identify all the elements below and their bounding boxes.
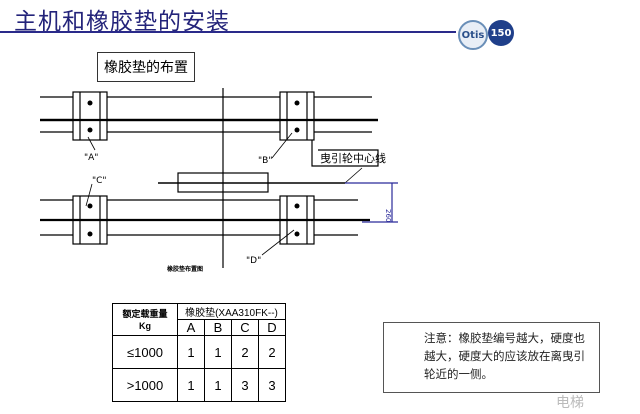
col-b: B: [204, 319, 232, 336]
load-cell: >1000: [112, 368, 178, 402]
page-title: 主机和橡胶垫的安装: [14, 9, 230, 35]
value-cell: 3: [258, 368, 286, 402]
col-c: C: [231, 319, 259, 336]
value-cell: 1: [177, 335, 205, 369]
label-d: "D": [246, 256, 261, 266]
value-cell: 2: [231, 335, 259, 369]
title-divider: [0, 31, 456, 33]
value-cell: 1: [204, 368, 232, 402]
watermark: 电梯: [556, 395, 584, 411]
value-cell: 1: [204, 335, 232, 369]
load-header: 额定载重量: [122, 308, 168, 319]
label-b: "B": [258, 156, 272, 166]
otis-logo: Otis: [458, 20, 488, 50]
value-cell: 3: [231, 368, 259, 402]
drawing-caption: 橡胶垫布置图: [167, 265, 203, 273]
unit-header: Kg: [139, 320, 151, 331]
col-d: D: [258, 319, 286, 336]
value-cell: 2: [258, 335, 286, 369]
table-row: >1000 1 1 3 3: [112, 368, 286, 402]
label-c: "C": [92, 176, 107, 186]
label-a: "A": [84, 153, 98, 163]
table-row: ≤1000 1 1 2 2: [112, 335, 286, 369]
load-cell: ≤1000: [112, 335, 178, 369]
anniversary-logo: 150: [488, 20, 514, 46]
note-box: 注意：橡胶垫编号越大，硬度也越大，硬度大的应该放在离曳引轮近的一侧。: [383, 322, 600, 393]
section-heading: 橡胶垫的布置: [97, 52, 195, 82]
col-a: A: [177, 319, 205, 336]
dimension-label: 260: [384, 209, 392, 222]
value-cell: 1: [177, 368, 205, 402]
sheave-centerline-label: 曳引轮中心线: [320, 151, 386, 165]
pad-header: 橡胶垫(XAA310FK--): [177, 303, 286, 320]
